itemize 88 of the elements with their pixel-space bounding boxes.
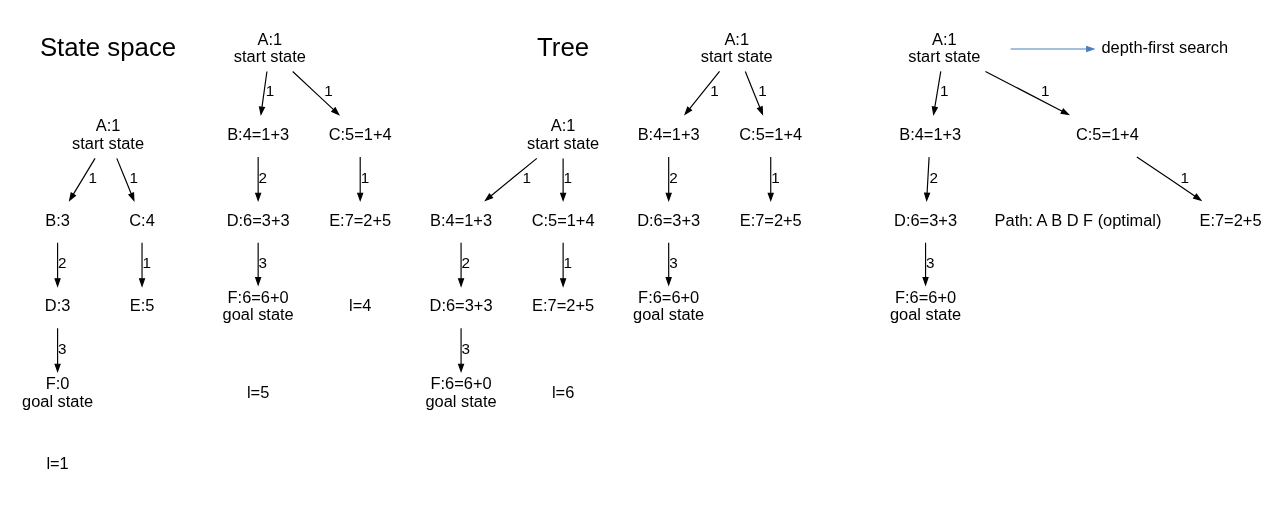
arrow: [138, 241, 146, 288]
edge-label: 1: [771, 168, 780, 186]
arrow: [116, 157, 135, 202]
edge-label: 1: [710, 81, 719, 99]
edge-label: 3: [258, 253, 268, 271]
edge-label: 1: [360, 168, 370, 186]
node-text: E:7=2+5: [739, 210, 802, 229]
edge-label: 1: [88, 168, 98, 186]
node-text: A:1 start state: [700, 29, 773, 65]
node-text: C:5=1+4: [739, 124, 803, 143]
node-text: B:4=1+3: [227, 124, 290, 143]
node-text: D:6=3+3: [429, 295, 493, 314]
node-text: F:6=6+0 goal state: [222, 287, 294, 323]
arrow: [254, 241, 262, 286]
node-text: A:1 start state: [908, 29, 981, 65]
arrow: [68, 157, 96, 202]
node-text: C:4: [129, 210, 155, 229]
label: l=5: [246, 382, 270, 401]
node-text: D:3: [44, 295, 71, 314]
arrow: [254, 156, 262, 202]
edge-label: 1: [142, 253, 151, 271]
label: l=4: [349, 295, 372, 314]
arrow: [484, 157, 538, 201]
node-text: E:5: [129, 295, 155, 314]
edge-label: 1: [324, 81, 333, 99]
arrow: [258, 70, 268, 116]
arrow: [559, 241, 567, 288]
legend-label: depth-first search: [1101, 37, 1229, 56]
arrow: [922, 241, 929, 286]
arrow: [1136, 155, 1203, 201]
edge-label: 3: [461, 339, 471, 357]
node-text: B:4=1+3: [637, 124, 700, 143]
arrow: [684, 70, 721, 116]
node-text: F:6=6+0 goal state: [889, 287, 962, 323]
edge-label: 2: [58, 253, 67, 271]
node-text: F:0 goal state: [22, 373, 94, 410]
node-text: D:6=3+3: [894, 210, 958, 229]
edge-label: 1: [940, 81, 949, 99]
node-text: E:7=2+5: [1199, 210, 1262, 229]
arrow: [744, 70, 764, 116]
arrow: [984, 70, 1071, 115]
arrow: [923, 156, 931, 202]
node-text: A:1 start state: [233, 29, 306, 65]
edge-label: 1: [563, 168, 573, 186]
edge-label: 2: [669, 168, 678, 186]
arrow: [767, 156, 774, 202]
edge-label: 3: [669, 253, 678, 271]
node-text: B:3: [45, 210, 70, 229]
node-text: A:1 start state: [527, 115, 600, 152]
node-text: F:6=6+0 goal state: [425, 373, 497, 410]
edge-label: 1: [563, 253, 573, 271]
edge-label: 2: [258, 168, 268, 186]
label: l=1: [46, 453, 69, 472]
arrow: [54, 327, 61, 373]
node-text: E:7=2+5: [532, 295, 595, 314]
arrow: [457, 327, 465, 373]
edge-label: 2: [461, 253, 471, 271]
edge-label: 1: [265, 81, 275, 99]
node-text: C:5=1+4: [531, 210, 595, 229]
node-text: A:1 start state: [72, 115, 145, 152]
arrow: [665, 156, 672, 202]
arrow: [292, 70, 340, 116]
node-text: D:6=3+3: [637, 210, 701, 229]
edge-label: 1: [1180, 168, 1190, 186]
node-text: B:4=1+3: [430, 210, 493, 229]
node-text: C:5=1+4: [328, 124, 392, 143]
arrow: [356, 156, 364, 202]
node-text: D:6=3+3: [226, 210, 290, 229]
edge-label: 1: [522, 168, 531, 186]
label: Tree: [537, 32, 590, 61]
arrow: [457, 241, 465, 288]
label: State space: [39, 32, 177, 61]
node-text: C:5=1+4: [1075, 124, 1139, 143]
node-text: E:7=2+5: [329, 210, 392, 229]
edge-label: 1: [129, 168, 139, 186]
arrow: [559, 157, 567, 202]
edge-label: 1: [758, 81, 767, 99]
edge-label: 1: [1040, 81, 1050, 99]
arrow: [931, 70, 942, 116]
edge-label: 3: [926, 253, 935, 271]
label: l=6: [551, 382, 575, 401]
edge-label: 3: [58, 339, 67, 357]
node-text: B:4=1+3: [899, 124, 962, 143]
arrow: [665, 241, 672, 286]
edge-label: 2: [929, 168, 939, 186]
arrow: [54, 241, 61, 288]
label: Path: A B D F (optimal): [994, 210, 1162, 229]
node-text: F:6=6+0 goal state: [633, 287, 705, 323]
